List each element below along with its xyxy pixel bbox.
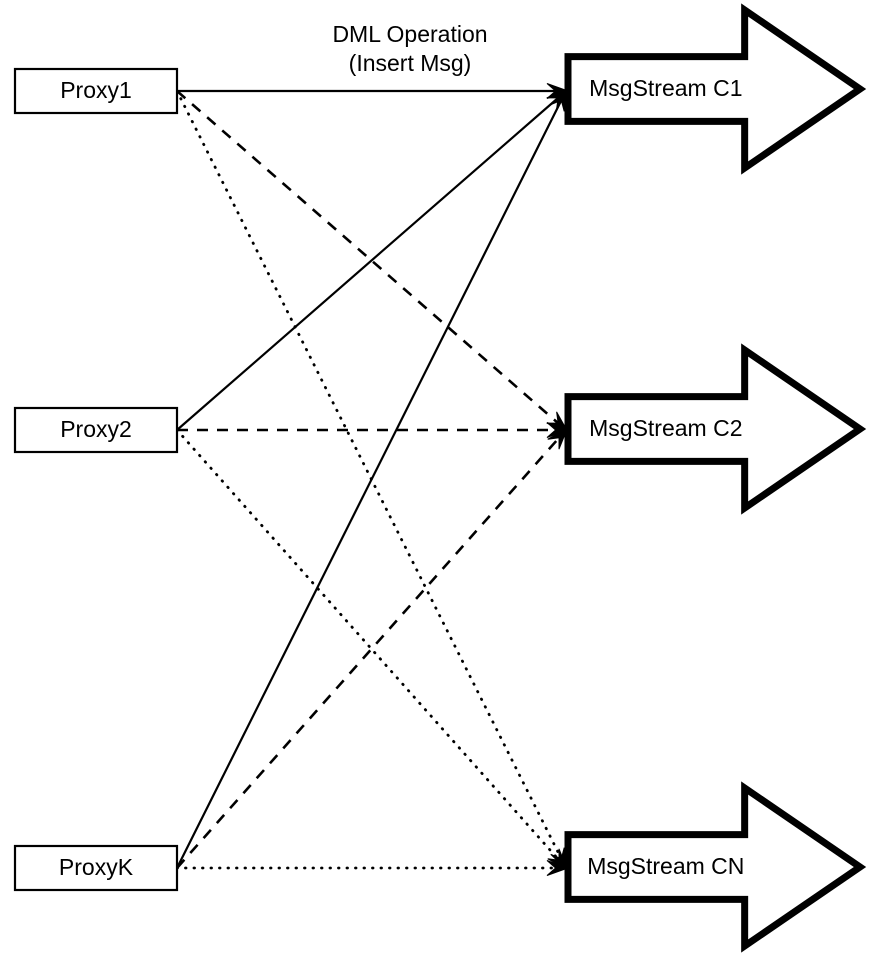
annotations-layer: DML Operation (Insert Msg): [332, 21, 487, 76]
proxy-node-proxy1[interactable]: Proxy1: [13, 67, 179, 115]
connections-layer: [175, 89, 568, 870]
arrowhead-proxyK-to-c2: [547, 427, 569, 450]
connection-proxyK-to-c1: [176, 90, 567, 869]
stream-label: MsgStream CN: [587, 853, 744, 879]
streams-layer: MsgStream C1 MsgStream C2 MsgStream CN: [564, 3, 867, 953]
annotation-line-1: DML Operation: [332, 21, 487, 47]
stream-node-stream-cn[interactable]: MsgStream CN: [564, 781, 867, 953]
annotation-dml-operation: DML Operation (Insert Msg): [332, 21, 487, 76]
proxy-node-proxy2[interactable]: Proxy2: [13, 406, 179, 454]
proxy-label: Proxy2: [60, 416, 132, 442]
stream-arrow-shape: [564, 343, 867, 515]
stream-label: MsgStream C1: [589, 75, 742, 101]
proxy-box: [13, 406, 179, 454]
annotation-line-2: (Insert Msg): [349, 50, 472, 76]
stream-node-stream-c2[interactable]: MsgStream C2: [564, 343, 867, 515]
proxy-box: [13, 67, 179, 115]
connection-proxyK-to-c2: [176, 429, 567, 869]
stream-arrow-shape: [564, 3, 867, 175]
proxy-label: ProxyK: [59, 854, 134, 880]
stream-arrow-shape: [564, 781, 867, 953]
connection-proxy1-to-c2: [176, 90, 567, 431]
connection-proxy2-to-c1: [176, 90, 567, 431]
arrowhead-proxyK-to-cn: [546, 860, 570, 876]
arrowheads-layer: [546, 83, 570, 876]
proxy-box: [13, 844, 179, 892]
proxy-node-proxyK[interactable]: ProxyK: [13, 844, 179, 892]
arrowhead-proxy2-to-cn: [547, 848, 569, 871]
stream-node-stream-c1[interactable]: MsgStream C1: [564, 3, 867, 175]
arrowhead-proxy2-to-c2: [546, 422, 570, 438]
proxy-label: Proxy1: [60, 77, 132, 103]
stream-label: MsgStream C2: [589, 415, 742, 441]
